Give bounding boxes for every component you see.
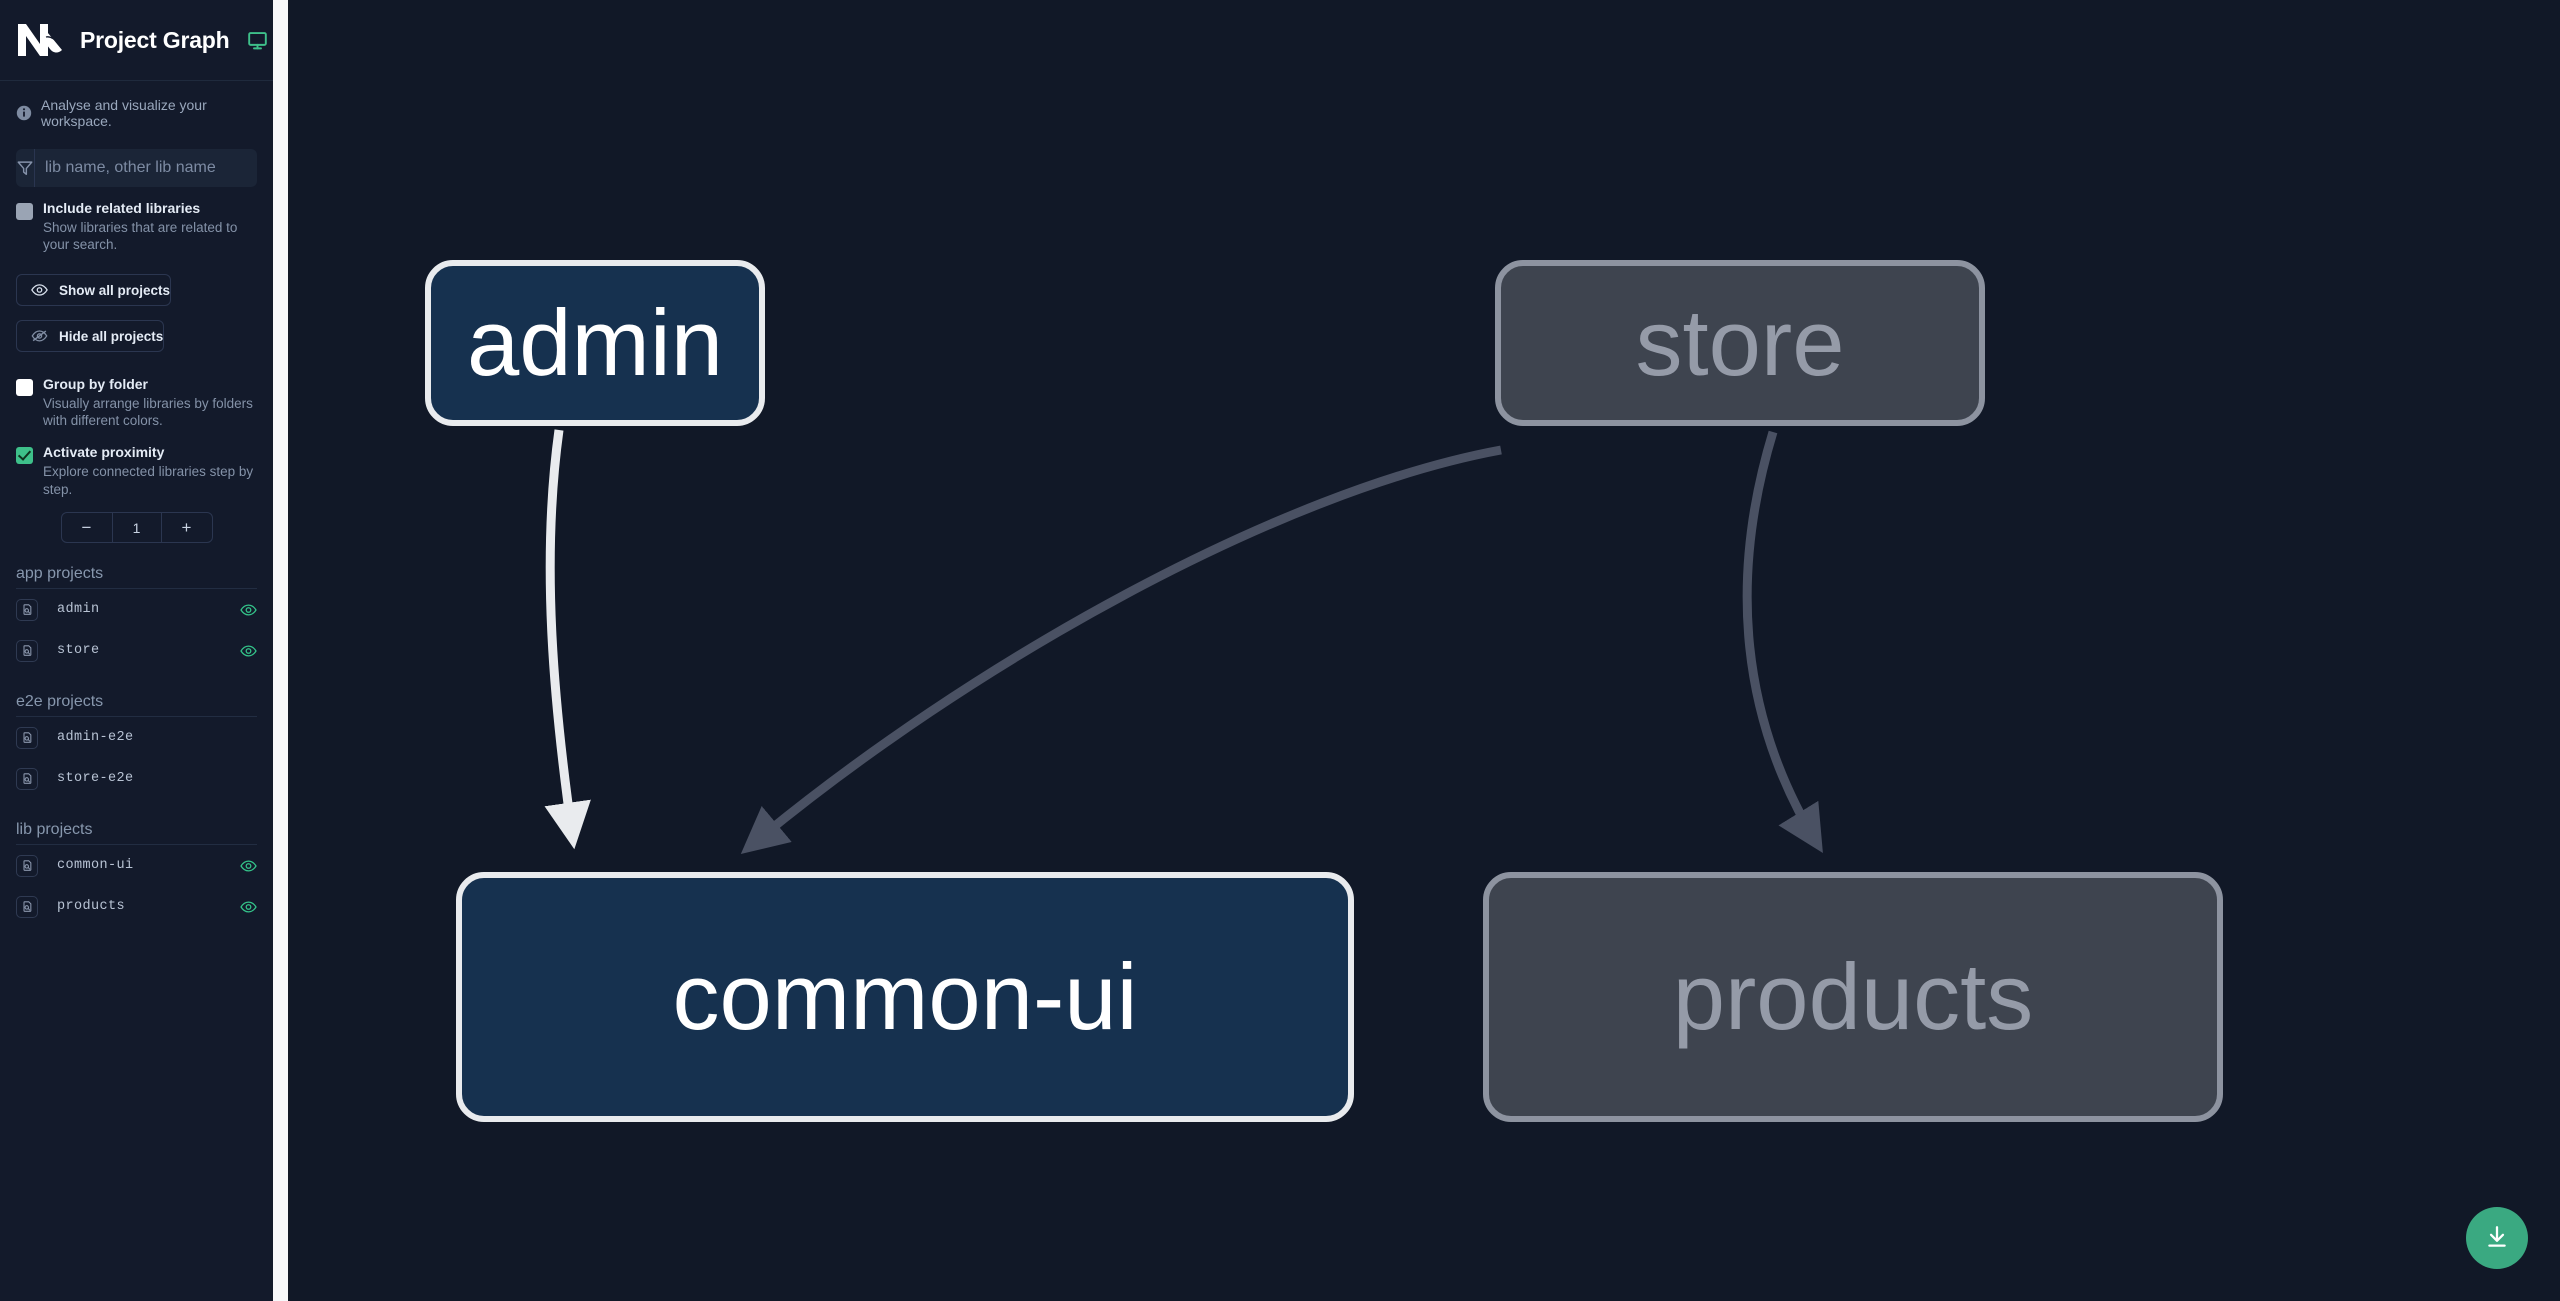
proximity-value: 1 (111, 513, 162, 543)
tagline: Analyse and visualize your workspace. (0, 81, 273, 129)
project-list-item[interactable]: store (0, 630, 273, 671)
project-file-icon (16, 895, 38, 918)
group-by-folder-description: Visually arrange libraries by folders wi… (43, 395, 253, 429)
project-file-icon (16, 726, 38, 749)
sidebar: Project Graph Analyse and visualize your… (0, 0, 273, 1301)
activate-proximity-description: Explore connected libraries step by step… (43, 463, 254, 497)
edge-store-to-products (1742, 430, 1823, 853)
eye-open-icon[interactable] (240, 859, 257, 873)
project-group: app projects admin store (0, 565, 273, 671)
graph-node-products[interactable]: products (1483, 872, 2223, 1122)
tagline-text: Analyse and visualize your workspace. (41, 97, 207, 129)
eye-placeholder (240, 772, 257, 786)
include-related-checkbox[interactable] (16, 203, 33, 220)
graph-node-admin[interactable]: admin (425, 260, 765, 426)
project-group: lib projects common-ui products (0, 821, 273, 927)
eye-open-icon[interactable] (240, 900, 257, 914)
project-list-item-label: store (57, 643, 100, 659)
project-list-item-label: store-e2e (57, 771, 134, 787)
download-icon (2484, 1224, 2510, 1253)
project-list-item[interactable]: store-e2e (0, 758, 273, 799)
group-by-folder-checkbox[interactable] (16, 379, 33, 397)
project-group: e2e projects admin-e2e store-e2e (0, 693, 273, 799)
project-list-item-label: admin-e2e (57, 730, 134, 746)
nx-logo-icon (16, 20, 64, 60)
divider (16, 844, 257, 846)
info-icon (16, 105, 32, 121)
activate-proximity-checkbox[interactable] (16, 447, 33, 465)
project-groups: app projects admin store e2e projects ad… (0, 565, 273, 927)
project-list-item[interactable]: common-ui (0, 845, 273, 886)
search-bar[interactable] (16, 149, 257, 187)
include-related-label: Include related libraries (43, 200, 201, 216)
group-by-folder-label: Group by folder (43, 376, 148, 393)
graph-node-label: products (1672, 944, 2034, 1049)
hide-all-projects-button[interactable]: Hide all projects (16, 320, 165, 353)
project-group-title: lib projects (16, 821, 93, 839)
graph-canvas[interactable]: admin store common-ui products (273, 0, 2560, 1301)
eye-off-icon (31, 330, 48, 343)
project-file-icon (16, 639, 38, 662)
funnel-icon (16, 149, 35, 187)
project-list-item[interactable]: admin (0, 589, 273, 630)
graph-node-label: admin (466, 290, 724, 395)
divider (16, 716, 257, 718)
option-group-by-folder[interactable]: Group by folder Visually arrange librari… (0, 352, 273, 430)
project-list-item-label: admin (57, 602, 100, 618)
proximity-decrement-button[interactable]: − (62, 513, 112, 542)
activate-proximity-label: Activate proximity (43, 444, 165, 461)
sidebar-scrollbar[interactable] (273, 0, 288, 1301)
graph-node-store[interactable]: store (1495, 260, 1985, 426)
hide-all-projects-label: Hide all projects (59, 328, 164, 344)
graph-node-common-ui[interactable]: common-ui (456, 872, 1354, 1122)
project-file-icon (16, 767, 38, 790)
eye-open-icon[interactable] (240, 603, 257, 617)
sidebar-header: Project Graph (0, 0, 273, 81)
search-input[interactable] (35, 149, 257, 187)
project-group-title: app projects (16, 565, 104, 583)
project-file-icon (16, 598, 38, 621)
project-group-title: e2e projects (16, 693, 104, 711)
edge-admin-to-common-ui (544, 429, 591, 850)
project-list-item-label: products (57, 899, 126, 915)
show-all-projects-button[interactable]: Show all projects (16, 274, 172, 307)
show-all-projects-label: Show all projects (59, 282, 171, 298)
edge-store-to-common-ui (740, 445, 1502, 854)
option-activate-proximity[interactable]: Activate proximity Explore connected lib… (0, 430, 273, 498)
project-list-item[interactable]: admin-e2e (0, 717, 273, 758)
graph-node-label: common-ui (672, 944, 1138, 1049)
eye-open-icon[interactable] (240, 644, 257, 658)
project-list-item-label: common-ui (57, 858, 134, 874)
page-title: Project Graph (80, 26, 230, 53)
project-list-item[interactable]: products (0, 886, 273, 927)
divider (16, 588, 257, 590)
download-image-button[interactable] (2466, 1207, 2528, 1269)
eye-placeholder (240, 731, 257, 745)
project-file-icon (16, 854, 38, 877)
graph-edges (544, 429, 1823, 854)
option-include-related[interactable]: Include related libraries Show libraries… (0, 187, 273, 254)
graph-node-label: store (1635, 290, 1845, 395)
include-related-description: Show libraries that are related to your … (43, 219, 238, 253)
monitor-icon[interactable] (247, 30, 268, 51)
eye-icon (31, 283, 48, 297)
proximity-increment-button[interactable]: + (162, 513, 212, 542)
proximity-stepper: − 1 + (0, 512, 273, 544)
